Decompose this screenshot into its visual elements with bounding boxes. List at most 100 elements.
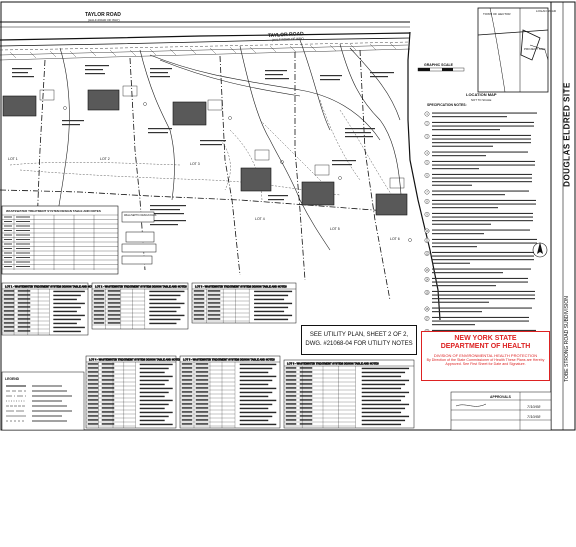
note-item: 14 bbox=[424, 276, 528, 287]
note-number: 16 bbox=[426, 308, 429, 311]
note-number: 12 bbox=[426, 252, 429, 255]
lot-table-title: LOT 5 - WASTEWATER TREATMENT SYSTEM DESI… bbox=[183, 358, 275, 362]
nys-doh-approval-stamp: NEW YORK STATE DEPARTMENT OF HEALTH DIVI… bbox=[421, 331, 550, 381]
note-item: 9 bbox=[424, 211, 533, 225]
house-footprints bbox=[2, 89, 408, 216]
note-item: 16 bbox=[424, 306, 532, 313]
legend-row bbox=[6, 390, 67, 392]
legend-row bbox=[6, 415, 62, 417]
specification-notes: SPECIFICATION NOTES: bbox=[427, 103, 467, 107]
lot-table-title: LOT 1 - WASTEWATER TREATMENT SYSTEM DESI… bbox=[5, 285, 97, 289]
road-label-mid: TAYLOR ROAD bbox=[268, 31, 304, 39]
legend-row bbox=[6, 405, 67, 407]
approval-date-1: 7/10/08 bbox=[527, 404, 541, 409]
note-number: 11 bbox=[426, 239, 429, 242]
lot-label-4: LOT 4 bbox=[255, 217, 265, 221]
note-item: 3 bbox=[424, 133, 531, 147]
legend-row bbox=[6, 400, 62, 402]
subdivision-title: TOBE STRONG ROAD SUBDIVISION bbox=[564, 296, 570, 382]
note-number: 1 bbox=[426, 113, 428, 116]
legend-row bbox=[6, 410, 72, 412]
lot-table: LOT 1 - WASTEWATER TREATMENT SYSTEM DESI… bbox=[1, 282, 97, 336]
inset-road-label: LOGAN ROAD bbox=[536, 9, 557, 13]
road-label-top: TAYLOR ROAD bbox=[85, 12, 121, 18]
inset-town-label: TOWN OF HECTOR bbox=[483, 12, 511, 16]
location-map-title: LOCATION MAP bbox=[466, 92, 497, 97]
note-item: 2 bbox=[424, 121, 534, 131]
utility-note-line1: SEE UTILITY PLAN, SHEET 2 OF 2, bbox=[309, 332, 409, 338]
stamp-line4: By Direction of the State Commissioner o… bbox=[426, 358, 545, 367]
lot-design-tables: LOT 1 - WASTEWATER TREATMENT SYSTEM DESI… bbox=[1, 282, 415, 429]
approval-date-2: 7/10/08 bbox=[527, 414, 541, 419]
lot-label-5: LOT 5 bbox=[330, 227, 340, 231]
lot-table: LOT 6 - WASTEWATER TREATMENT SYSTEM DESI… bbox=[283, 359, 415, 429]
note-number: 2 bbox=[426, 122, 428, 125]
lot-table: LOT 2 - WASTEWATER TREATMENT SYSTEM DESI… bbox=[91, 282, 189, 330]
note-number: 8 bbox=[426, 200, 428, 203]
lot-label-3: LOT 3 bbox=[190, 162, 200, 166]
note-number: 7 bbox=[426, 191, 428, 194]
location-map-subtitle: NOT TO SCALE bbox=[471, 98, 491, 102]
notes-heading: SPECIFICATION NOTES: bbox=[427, 103, 467, 107]
lot-labels: LOT 1 LOT 2 LOT 3 LOT 4 LOT 5 LOT 6 bbox=[8, 157, 400, 241]
note-number: 17 bbox=[426, 317, 429, 320]
approvals-block: APPROVALS 7/10/08 7/10/08 bbox=[450, 391, 552, 431]
stamp-line3: DIVISION OF ENVIRONMENTAL HEALTH PROTECT… bbox=[433, 353, 538, 358]
lot-table-title: LOT 2 - WASTEWATER TREATMENT SYSTEM DESI… bbox=[95, 285, 187, 289]
lot-table-title: LOT 3 - WASTEWATER TREATMENT SYSTEM DESI… bbox=[195, 285, 287, 289]
legend-title: LEGEND bbox=[5, 377, 20, 381]
utility-plan-note: SEE UTILITY PLAN, SHEET 2 OF 2, DWG. #21… bbox=[301, 325, 417, 355]
note-item: 17 bbox=[424, 315, 529, 326]
note-item: 12 bbox=[424, 250, 534, 264]
lot-label-2: LOT 2 bbox=[100, 157, 110, 161]
lot-table-title: LOT 4 - WASTEWATER TREATMENT SYSTEM DESI… bbox=[89, 358, 181, 362]
utility-note-line2: DWG. #21068-04 FOR UTILITY NOTES bbox=[305, 341, 413, 347]
note-number: 13 bbox=[426, 269, 429, 272]
east-property-line bbox=[407, 31, 441, 321]
note-item: 1 bbox=[424, 111, 537, 118]
note-number: 4 bbox=[426, 152, 428, 155]
note-item: 15 bbox=[424, 289, 535, 303]
road-sublabel-top: (HALF-ROAD OF WAY) bbox=[88, 18, 120, 22]
lot-table: LOT 3 - WASTEWATER TREATMENT SYSTEM DESI… bbox=[191, 282, 297, 324]
stamp-line1: NEW YORK STATE bbox=[454, 335, 517, 342]
stamp-line2: DEPARTMENT OF HEALTH bbox=[440, 343, 531, 350]
well-septic-title: WELL/SEPTIC DESIGN DATA bbox=[124, 214, 157, 217]
graphic-scale-label: GRAPHIC SCALE bbox=[424, 63, 454, 67]
note-item: 8 bbox=[424, 198, 536, 209]
note-item: 11 bbox=[424, 237, 537, 248]
north-arrow-icon bbox=[532, 242, 548, 258]
lot-table: LOT 5 - WASTEWATER TREATMENT SYSTEM DESI… bbox=[179, 355, 281, 429]
lot-label-1: LOT 1 bbox=[8, 157, 18, 161]
inset-project-label: PROJECT SITE bbox=[524, 47, 545, 51]
note-number: 3 bbox=[426, 135, 428, 138]
well-septic-table: WELL/SEPTIC DESIGN DATA bbox=[121, 211, 157, 265]
road-sublabel-mid: (HALF-ROAD OF WAY) bbox=[272, 36, 304, 42]
note-item: 10 bbox=[424, 228, 530, 235]
approvals-title: APPROVALS bbox=[490, 395, 512, 399]
note-item: 5 bbox=[424, 159, 535, 170]
note-number: 6 bbox=[426, 174, 428, 177]
note-number: 15 bbox=[426, 291, 429, 294]
note-item: 7 bbox=[424, 189, 529, 196]
lot-table-title: LOT 6 - WASTEWATER TREATMENT SYSTEM DESI… bbox=[287, 362, 379, 366]
lot-table: LOT 4 - WASTEWATER TREATMENT SYSTEM DESI… bbox=[85, 355, 181, 429]
lot-label-6: LOT 6 bbox=[390, 237, 400, 241]
wts-table-title: WASTEWATER TREATMENT SYSTEM DESIGN TABLE… bbox=[6, 209, 101, 213]
signature-mark bbox=[455, 403, 487, 407]
lot-lines bbox=[0, 49, 401, 301]
taylor-road-top: TAYLOR ROAD (HALF-ROAD OF WAY) TAYLOR RO… bbox=[0, 12, 411, 51]
vertical-title-strip: DOUGLAS ELDRED SITE TOBE STRONG ROAD SUB… bbox=[559, 0, 576, 432]
location-map-inset: TOWN OF HECTOR LOGAN ROAD PROJECT SITE L… bbox=[417, 7, 557, 102]
note-number: 5 bbox=[426, 161, 428, 164]
note-item: 6 bbox=[424, 172, 532, 186]
subdivision-plan-sheet: TAYLOR ROAD (HALF-ROAD OF WAY) TAYLOR RO… bbox=[0, 1, 576, 431]
legend-row bbox=[6, 385, 62, 387]
note-number: 10 bbox=[426, 230, 429, 233]
note-number: 14 bbox=[426, 278, 429, 281]
legend-row bbox=[6, 420, 67, 422]
note-item: 4 bbox=[424, 150, 528, 157]
note-item: 13 bbox=[424, 267, 531, 274]
sheet-border bbox=[0, 1, 576, 431]
note-number: 9 bbox=[426, 213, 428, 216]
